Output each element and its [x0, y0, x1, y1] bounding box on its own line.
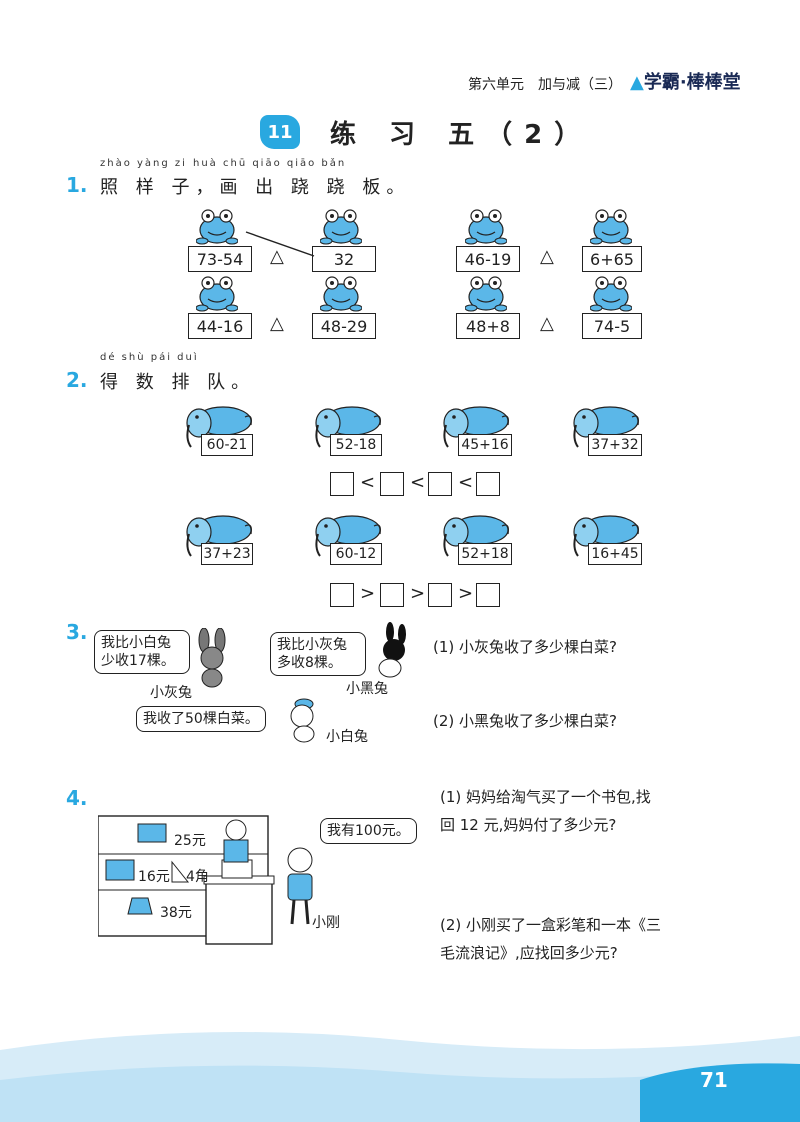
boy-label: 小刚 [312, 915, 340, 931]
order-answer-box[interactable] [476, 583, 500, 607]
order-answer-box[interactable] [330, 472, 354, 496]
black-rabbit-label: 小黑兔 [346, 681, 388, 697]
graduation-cap-icon: ▲ [630, 72, 644, 93]
q3-sub-question-2: (2) 小黑兔收了多少棵白菜? [433, 712, 617, 730]
bubble-line: 少收17棵。 [101, 653, 175, 669]
triangle-symbol: △ [540, 246, 554, 267]
q1-text: 照 样 子，画 出 跷 跷 板。 [100, 177, 411, 198]
elephant-expr-box: 52-18 [330, 434, 382, 456]
q1-pinyin-1: zhào yàng zi [100, 158, 187, 169]
less-than-sign: < [458, 472, 474, 493]
boy-speech-bubble: 我有100元。 [320, 818, 417, 844]
q2-pinyin: dé shù pái duì [100, 352, 199, 363]
white-rabbit-label: 小白兔 [326, 729, 368, 745]
seesaw-expr-box: 48+8 [456, 313, 520, 339]
greater-than-sign: > [360, 583, 376, 604]
q2-text: 得 数 排 队。 [100, 372, 256, 393]
q4-sub-question-2-line-2: 毛流浪记》,应找回多少元? [440, 944, 618, 962]
page-number: 71 [700, 1068, 728, 1092]
price-label-schoolbag: 38元 [160, 905, 192, 921]
seesaw-example-line [245, 231, 315, 257]
seesaw-expr-box: 48-29 [312, 313, 376, 339]
white-rabbit-speech-bubble: 我收了50棵白菜。 [136, 706, 266, 732]
footer-wave-decoration [0, 1032, 800, 1122]
seesaw-expr-box: 73-54 [188, 246, 252, 272]
elephant-expr-box: 16+45 [588, 543, 642, 565]
frog-icon [465, 209, 507, 245]
frog-icon [320, 276, 362, 312]
order-answer-box[interactable] [428, 472, 452, 496]
greater-than-sign: > [458, 583, 474, 604]
grey-rabbit-icon [198, 628, 226, 688]
q4-sub-question-1-line-1: (1) 妈妈给淘气买了一个书包,找 [440, 788, 651, 806]
q1-pinyin-2: huà chū qiāo qiāo bǎn [193, 158, 347, 169]
boy-xiaogang-icon [287, 847, 313, 925]
black-rabbit-speech-bubble: 我比小灰兔 多收8棵。 [270, 632, 366, 676]
q3-sub-question-1: (1) 小灰兔收了多少棵白菜? [433, 638, 617, 656]
frog-icon [196, 276, 238, 312]
price-label-book: 16元 [138, 869, 170, 885]
frog-icon [590, 209, 632, 245]
triangle-symbol: △ [540, 313, 554, 334]
order-answer-box[interactable] [380, 472, 404, 496]
frog-icon [320, 209, 362, 245]
white-rabbit-icon [290, 698, 315, 743]
q3-number: 3. [66, 620, 88, 644]
elephant-expr-box: 37+23 [201, 543, 253, 565]
store-shelf-illustration [98, 815, 275, 945]
order-answer-box[interactable] [428, 583, 452, 607]
elephant-expr-box: 45+16 [458, 434, 512, 456]
brand-text: 学霸·棒棒堂 [643, 72, 741, 93]
order-answer-box[interactable] [330, 583, 354, 607]
q4-sub-question-1-line-2: 回 12 元,妈妈付了多少元? [440, 816, 617, 834]
grey-rabbit-label: 小灰兔 [150, 685, 192, 701]
elephant-expr-box: 37+32 [588, 434, 642, 456]
frog-icon [465, 276, 507, 312]
triangle-symbol: △ [270, 246, 284, 267]
black-rabbit-icon [378, 622, 406, 678]
brand-logo: ▲学霸·棒棒堂 [630, 68, 741, 94]
frog-icon [590, 276, 632, 312]
q4-sub-question-2-line-1: (2) 小刚买了一盒彩笔和一本《三 [440, 916, 662, 934]
bubble-line: 多收8棵。 [277, 655, 342, 671]
order-answer-box[interactable] [476, 472, 500, 496]
price-label-triangle-ruler: 4角 [186, 869, 209, 885]
q1-number: 1. [66, 173, 88, 197]
seesaw-expr-box: 32 [312, 246, 376, 272]
elephant-expr-box: 60-21 [201, 434, 253, 456]
q2-number: 2. [66, 368, 88, 392]
seesaw-expr-box: 6+65 [582, 246, 642, 272]
unit-header: 第六单元 加与减（三） [468, 77, 622, 93]
less-than-sign: < [360, 472, 376, 493]
seesaw-expr-box: 44-16 [188, 313, 252, 339]
bubble-line: 我比小白兔 [101, 635, 171, 651]
lesson-number-badge: 11 [260, 115, 300, 149]
seesaw-expr-box: 46-19 [456, 246, 520, 272]
grey-rabbit-speech-bubble: 我比小白兔 少收17棵。 [94, 630, 190, 674]
bubble-line: 我比小灰兔 [277, 637, 347, 653]
price-label-drawing-set: 25元 [174, 833, 206, 849]
elephant-expr-box: 52+18 [458, 543, 512, 565]
frog-icon [196, 209, 238, 245]
greater-than-sign: > [410, 583, 426, 604]
less-than-sign: < [410, 472, 426, 493]
seesaw-expr-box: 74-5 [582, 313, 642, 339]
q4-number: 4. [66, 786, 88, 810]
triangle-symbol: △ [270, 313, 284, 334]
elephant-expr-box: 60-12 [330, 543, 382, 565]
order-answer-box[interactable] [380, 583, 404, 607]
lesson-title: 练 习 五（2） [330, 120, 593, 150]
